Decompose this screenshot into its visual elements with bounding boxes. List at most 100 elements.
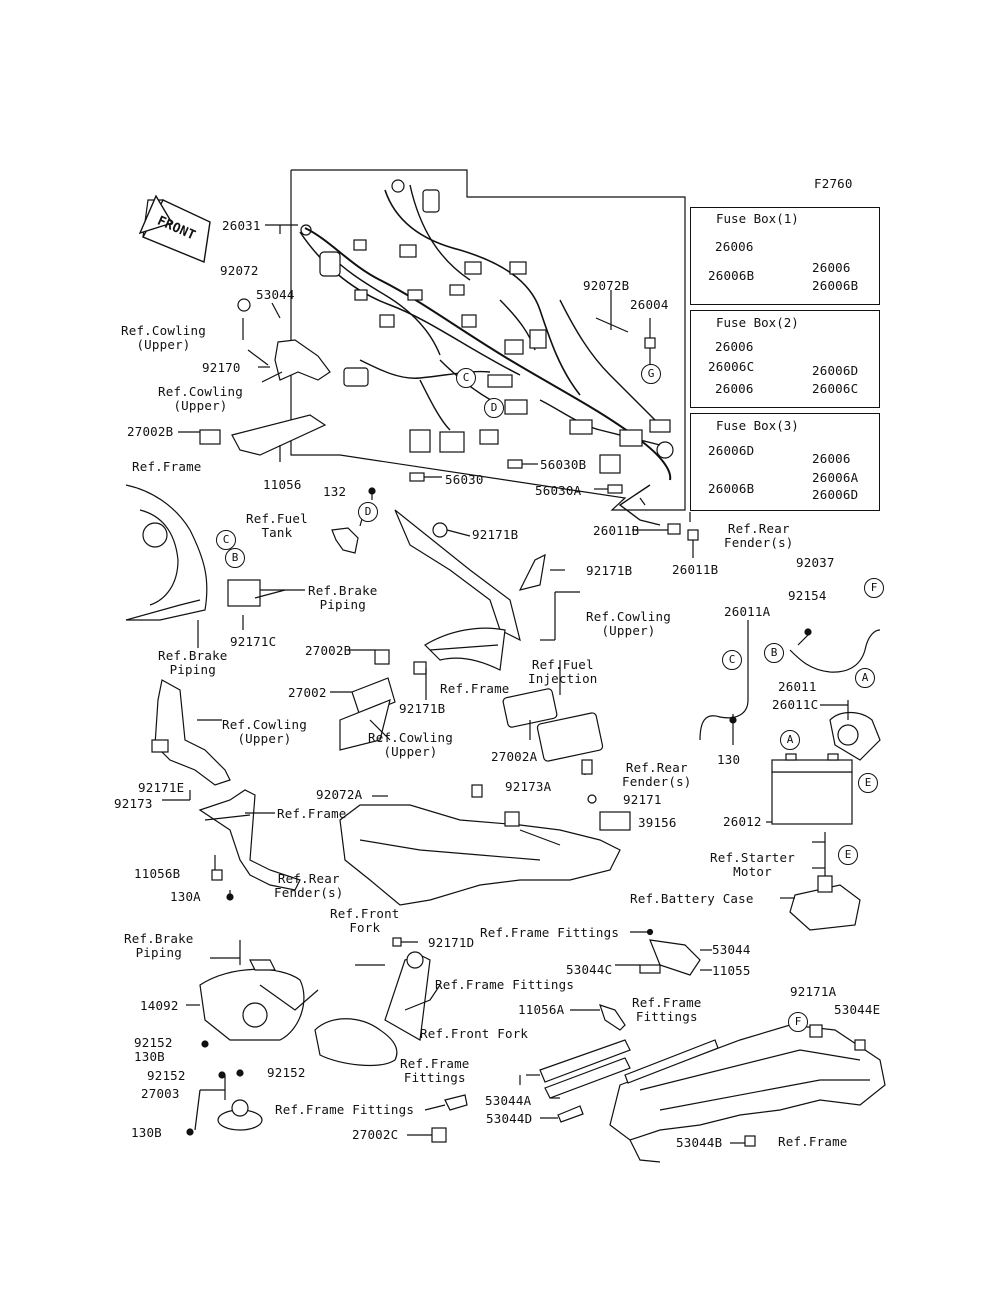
ref-label: Ref.Frame [778,1134,848,1149]
callout-marker: F [788,1012,808,1032]
fuse-part: 26006 [715,239,754,254]
part-label: 53044C [566,962,613,977]
part-label: 92171A [790,984,837,999]
part-label: 39156 [638,815,677,830]
ref-label: Ref.Front Fork [330,906,400,935]
callout-marker: E [858,773,878,793]
part-label: 130B [134,1049,165,1064]
fuse-part: 26006 [812,451,851,466]
fuse-part: 26006D [812,363,859,378]
ref-label: Ref.Brake Piping [124,931,194,960]
part-label: 11056A [518,1002,565,1017]
callout-marker: A [780,730,800,750]
part-label: 27002 [288,685,327,700]
ref-label: Ref.Cowling (Upper) [586,609,671,638]
part-label: 92072B [583,278,630,293]
part-label: 26012 [723,814,762,829]
part-label: 53044 [712,942,751,957]
fuse-part: 26006C [708,359,755,374]
part-label: 11056B [134,866,181,881]
fuse-part: 26006 [715,339,754,354]
ref-label: Ref.Cowling (Upper) [368,730,453,759]
part-label: 92171D [428,935,475,950]
part-label: 92171B [399,701,446,716]
part-label: 92171E [138,780,185,795]
part-label: 130B [131,1125,162,1140]
ref-label: Ref.Front Fork [420,1026,529,1041]
callout-marker: C [216,530,236,550]
fuse-part: 26006D [708,443,755,458]
fuse-box-1-title: Fuse Box(1) [716,211,799,226]
part-label: 27003 [141,1086,180,1101]
callout-marker: G [641,364,661,384]
callout-marker: D [484,398,504,418]
part-label: 92170 [202,360,241,375]
battery-icon [766,753,853,825]
part-label: 27002A [491,749,538,764]
part-label: 53044A [485,1093,532,1108]
fuse-part: 26006B [708,268,755,283]
part-label: 26011B [672,562,719,577]
part-label: 56030 [445,472,484,487]
part-label: 27002B [305,643,352,658]
callout-marker: F [864,578,884,598]
part-label: 56030B [540,457,587,472]
part-label: 53044B [676,1135,723,1150]
ref-label: Ref.Brake Piping [308,583,378,612]
part-label: 132 [323,484,347,499]
ref-label: Ref.Frame [440,681,510,696]
part-label: 26011C [772,697,819,712]
part-label: 92173A [505,779,552,794]
ref-label: Ref.Fuel Tank [246,511,308,540]
ref-label: Ref.Frame Fittings [480,925,620,940]
part-label: 53044E [834,1002,881,1017]
part-label: 92171 [623,792,662,807]
ref-label: Ref.Frame Fittings [400,1056,470,1085]
part-label: 92072 [220,263,259,278]
fuse-part: 26006 [715,381,754,396]
figure-code: F2760 [814,176,853,191]
part-label: 92171B [472,527,519,542]
part-label: 92152 [134,1035,173,1050]
front-arrow-icon [138,194,211,263]
part-label: 27002C [352,1127,399,1142]
part-label: 92037 [796,555,835,570]
ref-label: Ref.Cowling (Upper) [158,384,243,413]
ref-label: Ref.Brake Piping [158,648,228,677]
part-label: 26011B [593,523,640,538]
part-label: 92152 [267,1065,306,1080]
part-label: 26031 [222,218,261,233]
fuse-part: 26006B [708,481,755,496]
callout-marker: C [456,368,476,388]
part-label: 26011A [724,604,771,619]
part-label: 92154 [788,588,827,603]
part-label: 92173 [114,796,153,811]
ref-label: Ref.Fuel Injection [528,657,598,686]
fuse-part: 26006A [812,470,859,485]
fuse-box-3 [690,413,880,511]
part-label: 27002B [127,424,174,439]
ref-label: Ref.Rear Fender(s) [274,871,344,900]
callout-marker: D [358,502,378,522]
ref-label: Ref.Cowling (Upper) [222,717,307,746]
ref-label: Ref.Rear Fender(s) [622,760,692,789]
ref-label: Ref.Frame [132,459,202,474]
callout-marker: A [855,668,875,688]
fuse-box-3-title: Fuse Box(3) [716,418,799,433]
ref-label: Ref.Frame [277,806,347,821]
ref-label: Ref.Battery Case [630,891,754,906]
fuse-part: 26006 [812,260,851,275]
ref-label: Ref.Frame Fittings [275,1102,415,1117]
ref-label: Ref.Cowling (Upper) [121,323,206,352]
part-label: 56030A [535,483,582,498]
part-label: 14092 [140,998,179,1013]
ref-label: Ref.Rear Fender(s) [724,521,794,550]
part-label: 53044D [486,1111,533,1126]
part-label: 53044 [256,287,295,302]
ref-label: Ref.Frame Fittings [435,977,575,992]
part-label: 92171C [230,634,277,649]
ref-label: Ref.Frame Fittings [632,995,702,1024]
fuse-part: 26006D [812,487,859,502]
part-label: 92072A [316,787,363,802]
